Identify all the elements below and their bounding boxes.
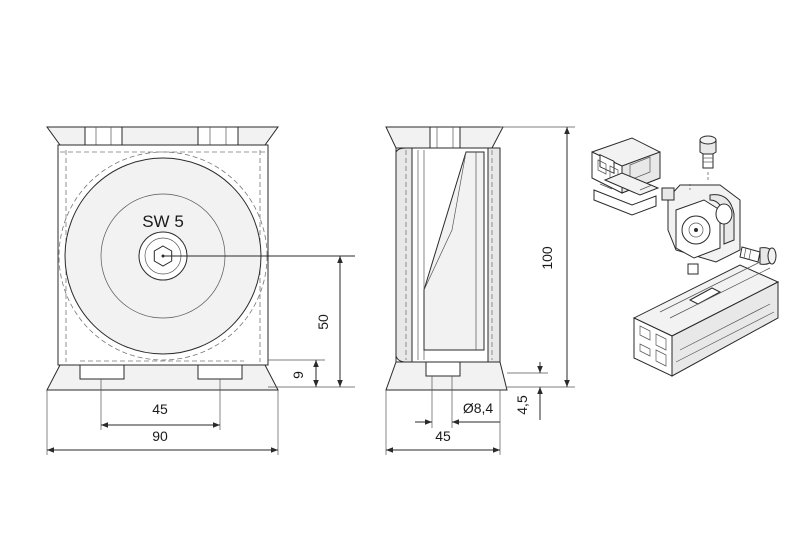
front-top-slot-left (84, 126, 123, 146)
side-wedge (423, 151, 485, 351)
dim-45-front-label: 45 (152, 401, 168, 417)
isometric-exploded-view (591, 135, 780, 377)
side-view: 100 4,5 Ø8,4 45 (385, 126, 575, 455)
lower-profile (632, 261, 780, 377)
dim-bore-label: Ø8,4 (463, 400, 494, 416)
dim-9-label: 9 (290, 371, 306, 379)
side-bolt (739, 246, 777, 265)
bracket-assembly (661, 182, 741, 275)
dim-50-label: 50 (315, 314, 331, 330)
dim-100-label: 100 (539, 246, 555, 270)
front-bottom-slot-left (79, 364, 125, 380)
front-top-flange (46, 126, 279, 146)
upper-profile (591, 137, 661, 216)
front-view: SW 5 50 9 45 90 (46, 126, 355, 455)
wrench-size-label: SW 5 (142, 212, 184, 231)
front-bottom-slot-right (197, 364, 243, 380)
dim-45-side-label: 45 (435, 428, 451, 444)
dim-4-5-label: 4,5 (514, 395, 530, 415)
front-top-slot-right (197, 126, 239, 146)
dim-90-label: 90 (152, 428, 168, 444)
top-bolt (699, 135, 717, 180)
